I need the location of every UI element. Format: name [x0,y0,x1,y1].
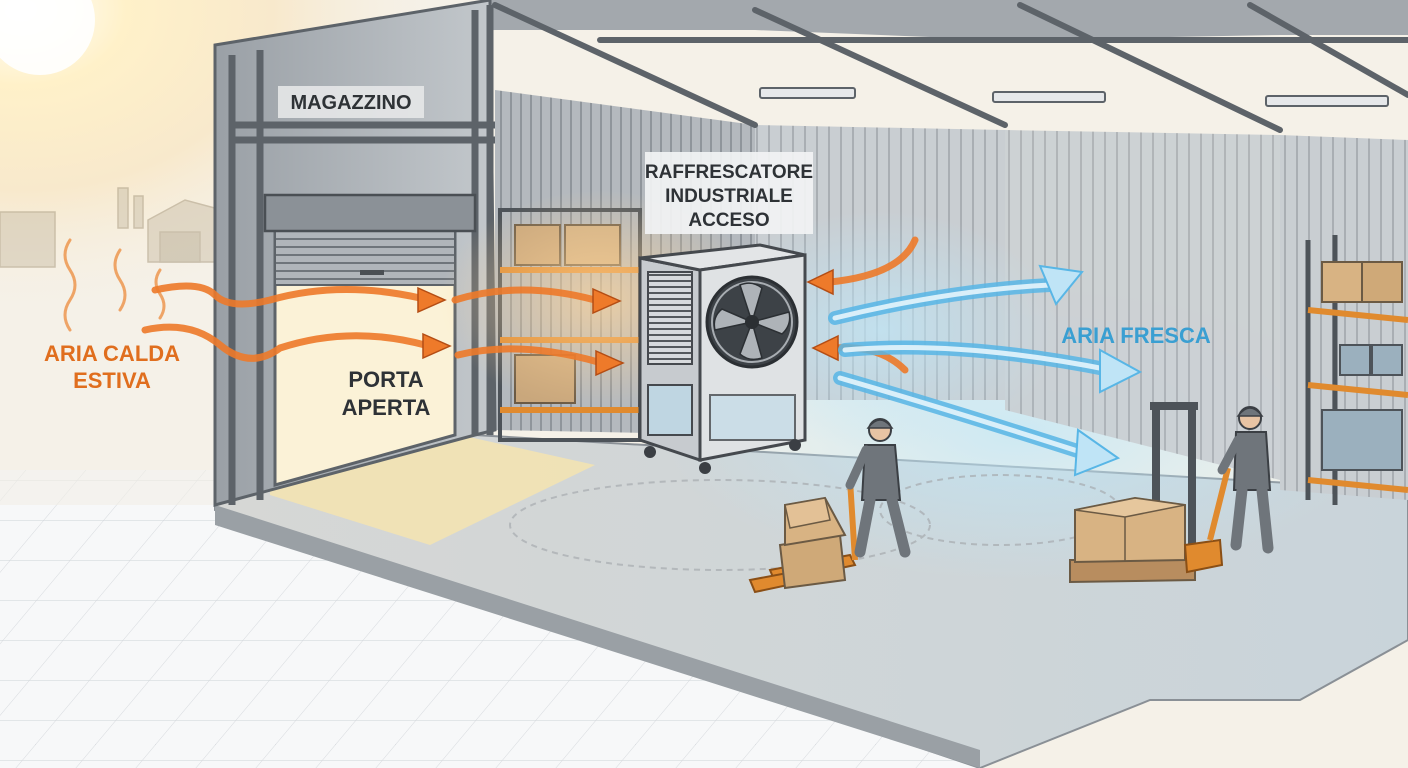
cooler-wheels [644,439,801,474]
label-cool-air: ARIA FRESCA [1061,323,1211,348]
shelving-right [1305,235,1408,505]
worker-cap [866,419,894,429]
hot-air-label-line1: ARIA CALDA [44,341,180,366]
cool-air-arrows [828,264,1143,477]
water-reservoir [709,394,796,441]
hot-air-arrows [141,236,919,377]
label-hot-air: ARIA CALDA ESTIVA [44,341,180,393]
cool-air-label: ARIA FRESCA [1061,323,1211,348]
rollup-shutter [274,229,456,286]
warehouse-label: MAGAZZINO [290,92,411,114]
heat-waves [63,238,166,332]
floor-slab-edge [215,505,980,768]
cooler-label-line3: ACCESO [688,210,769,231]
door-label-line2: APERTA [342,395,431,420]
ceiling-lights [759,87,1389,107]
cooler-label-line1: RAFFRESCATORE [645,162,813,183]
industrial-cooler [638,243,807,474]
label-cooler: RAFFRESCATORE INDUSTRIALE ACCESO [645,152,813,234]
label-warehouse: MAGAZZINO [278,86,424,118]
cooler-grille [647,271,693,365]
water-tank [647,384,693,436]
worker-right [1069,402,1274,584]
sun-icon [0,0,95,75]
shutter-handle [360,270,384,275]
worker-left [748,418,911,594]
cooler-label-line2: INDUSTRIALE [665,186,793,207]
distant-factory [0,187,223,268]
back-wall-right [1005,130,1280,480]
door-label-line1: PORTA [348,367,423,392]
outdoor-pavement [0,470,980,768]
back-wall-far [1280,135,1408,500]
roof-trusses [492,2,1408,133]
hot-air-label-line2: ESTIVA [73,368,151,393]
label-door: PORTA APERTA [342,367,431,420]
shutter-housing [263,193,477,233]
pallet [1069,559,1196,584]
